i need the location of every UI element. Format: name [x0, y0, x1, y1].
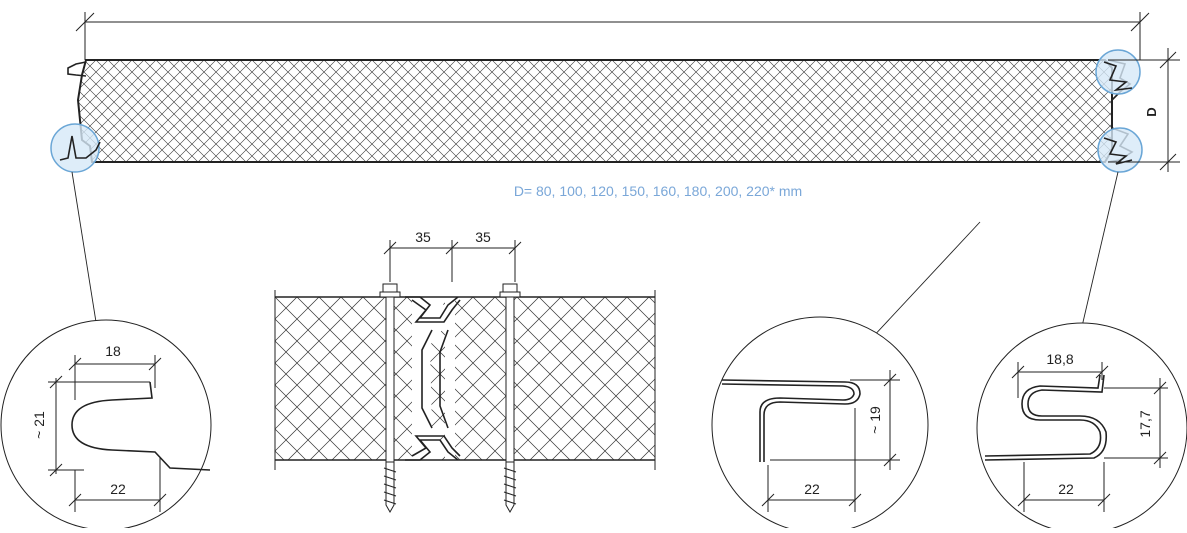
- thickness-options-note: D= 80, 100, 120, 150, 160, 180, 200, 220…: [514, 183, 802, 199]
- screw-left: [379, 283, 401, 514]
- highlight-left-joint: [50, 123, 100, 173]
- highlight-right-bottom-joint: [1097, 127, 1143, 173]
- screw-spacing-right-label: 35: [475, 229, 491, 245]
- detail-circle-right: 18,8 17,7 22: [976, 322, 1187, 533]
- screw-spacing-left-label: 35: [415, 229, 431, 245]
- leader-lines: [71, 171, 1119, 341]
- detail-middle-height: ~ 19: [867, 406, 883, 434]
- thickness-dimension: D: [1108, 48, 1180, 172]
- highlight-right-top-joint: [1095, 49, 1141, 95]
- detail-left-width-bottom: 22: [110, 481, 126, 497]
- detail-left-width-top: 18: [105, 343, 121, 359]
- detail-right-width-bottom: 22: [1058, 481, 1074, 497]
- thickness-label: D: [1144, 107, 1159, 116]
- detail-right-height: 17,7: [1137, 410, 1153, 437]
- detail-right-width-top: 18,8: [1046, 351, 1073, 367]
- detail-left-height: ~ 21: [31, 411, 47, 439]
- overall-width-dimension: [75, 12, 1150, 60]
- detail-circle-left: 18 ~ 21 22: [0, 319, 212, 531]
- panel-body: [76, 59, 1113, 163]
- screw-right: [499, 283, 521, 514]
- detail-circle-middle: ~ 19 22: [711, 316, 929, 533]
- panel-section: D D= 80, 100, 120, 150, 160, 180, 200, 2…: [50, 12, 1180, 199]
- screw-spacing-dimension: 35 35: [383, 229, 522, 282]
- detail-middle-width-bottom: 22: [804, 481, 820, 497]
- joint-detail: 35 35: [274, 229, 656, 514]
